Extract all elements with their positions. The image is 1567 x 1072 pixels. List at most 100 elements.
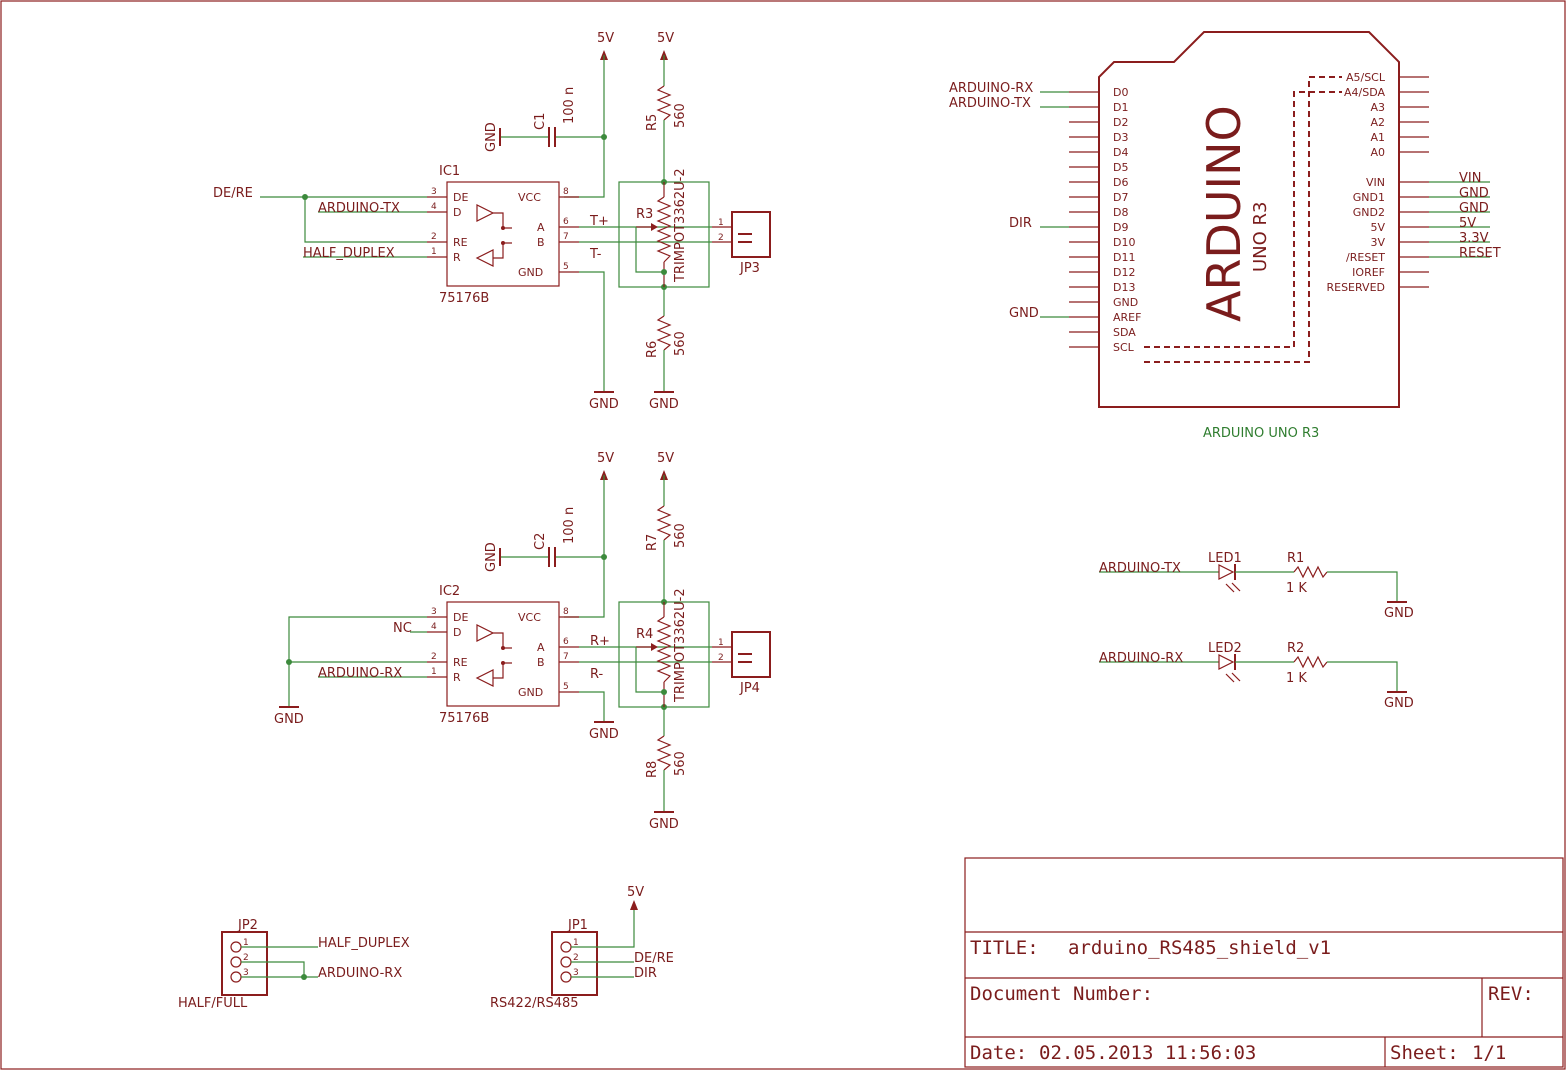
ic1-pin-gnd: GND — [518, 266, 543, 279]
ic2-pin-b: B — [537, 656, 545, 669]
rev-label: REV: — [1488, 983, 1534, 1005]
date-label: Date: — [970, 1042, 1027, 1064]
net-arduino-tx-uno: ARDUINO-TX — [949, 96, 1031, 111]
arduino-pin-a4-sda: A4/SDA — [1344, 86, 1385, 99]
net-arduino-rx-led: ARDUINO-RX — [1099, 651, 1183, 666]
svg-text:7: 7 — [563, 232, 569, 242]
r7-ref: R7 — [645, 534, 660, 551]
svg-text:2: 2 — [718, 233, 724, 243]
gnd-led1: GND — [1384, 606, 1414, 621]
ic2-pin-r: R — [453, 671, 461, 684]
ic1-pin-d: D — [453, 206, 461, 219]
jp2-label: HALF/FULL — [178, 996, 248, 1011]
arduino-pin-d5: D5 — [1113, 161, 1128, 174]
r3-ref: R3 — [636, 207, 653, 222]
arduino-uno-r3: ARDUINO UNO R3 ARDUINO UNO R3 D0D1D2D3D4… — [949, 31, 1501, 441]
net-arduino-rx-jp2: ARDUINO-RX — [318, 966, 402, 981]
ic2-pin-de: DE — [453, 611, 468, 624]
jp1-label: RS422/RS485 — [490, 996, 579, 1011]
svg-text:7: 7 — [563, 652, 569, 662]
title-block: TITLE: arduino_RS485_shield_v1 Document … — [970, 937, 1534, 1064]
svg-text:4: 4 — [431, 622, 437, 632]
net-arduino-rx-uno: ARDUINO-RX — [949, 81, 1033, 96]
r5-value: 560 — [673, 103, 688, 128]
svg-text:1: 1 — [431, 247, 437, 257]
arduino-pin-sda: SDA — [1113, 326, 1136, 339]
svg-text:6: 6 — [563, 217, 569, 227]
ic1-pin-vcc: VCC — [518, 191, 541, 204]
arduino-pin-d8: D8 — [1113, 206, 1128, 219]
ic1-pin-de: DE — [453, 191, 468, 204]
net-5v-ic2: 5V — [597, 451, 614, 466]
arduino-logo: ARDUINO — [1197, 105, 1251, 322]
svg-text:3: 3 — [431, 607, 437, 617]
arduino-pin-aref: AREF — [1113, 311, 1141, 324]
ic1-ref: IC1 — [439, 164, 460, 179]
circuit-ic1: 5V 5V GND C1 100 n IC1 75176B DE D RE R … — [213, 31, 771, 412]
ic1-pin-b: B — [537, 236, 545, 249]
jumper-jp1: 123 5V DE/RE DIR JP1 RS422/RS485 — [490, 885, 674, 1011]
net-5v-uno: 5V — [1459, 216, 1476, 231]
net-gnd-uno: GND — [1009, 306, 1039, 321]
arduino-pin-gnd2: GND2 — [1353, 206, 1385, 219]
sheet-label: Sheet: — [1390, 1042, 1459, 1064]
c2-ref: C2 — [533, 533, 548, 550]
net-dir-jp1: DIR — [634, 966, 657, 981]
svg-text:3: 3 — [243, 968, 249, 978]
net-gnd-r1: GND — [1459, 186, 1489, 201]
jp2-ref: JP2 — [237, 918, 258, 933]
svg-text:1: 1 — [573, 938, 579, 948]
gnd-c2: GND — [484, 542, 499, 572]
arduino-pin-d1: D1 — [1113, 101, 1128, 114]
r2-value: 1 K — [1286, 671, 1307, 686]
arduino-left-pins: D0D1D2D3D4D5D6D7D8D9D10D11D12D13GNDAREFS… — [1069, 86, 1141, 354]
r7-value: 560 — [673, 523, 688, 548]
svg-text:5: 5 — [563, 682, 569, 692]
net-r-plus: R+ — [590, 634, 610, 649]
arduino-pin-a3: A3 — [1370, 101, 1385, 114]
arduino-pin-d4: D4 — [1113, 146, 1128, 159]
svg-text:2: 2 — [243, 953, 249, 963]
arduino-pin-d11: D11 — [1113, 251, 1135, 264]
arduino-pin-a0: A0 — [1370, 146, 1385, 159]
r6-value: 560 — [673, 331, 688, 356]
svg-text:3: 3 — [573, 968, 579, 978]
r4-ref: R4 — [636, 627, 653, 642]
net-arduino-tx-led: ARDUINO-TX — [1099, 561, 1181, 576]
svg-text:1: 1 — [431, 667, 437, 677]
r8-ref: R8 — [645, 761, 660, 778]
net-5v-r7: 5V — [657, 451, 674, 466]
c2-value: 100 n — [562, 507, 577, 544]
arduino-pin-reserved: RESERVED — [1326, 281, 1385, 294]
arduino-pin-d2: D2 — [1113, 116, 1128, 129]
net-arduino-rx-ic2: ARDUINO-RX — [318, 666, 402, 681]
svg-text:2: 2 — [718, 653, 724, 663]
gnd-r8: GND — [649, 817, 679, 832]
r4-part: TRIMPOT3362U-2 — [673, 588, 688, 703]
arduino-pin-d10: D10 — [1113, 236, 1135, 249]
jp4-connector — [731, 631, 771, 678]
arduino-pin-gnd1: GND1 — [1353, 191, 1385, 204]
arduino-pin-a5-scl: A5/SCL — [1346, 71, 1386, 84]
document-number-label: Document Number: — [970, 983, 1153, 1005]
svg-text:5: 5 — [563, 262, 569, 272]
net-half-duplex-ic1: HALF_DUPLEX — [303, 246, 395, 261]
svg-text:8: 8 — [563, 607, 569, 617]
r2-ref: R2 — [1287, 641, 1304, 656]
net-5v-jp1: 5V — [627, 885, 644, 900]
arduino-pin-a2: A2 — [1370, 116, 1385, 129]
circuit-ic2: 5V 5V GND C2 100 n IC2 75176B DE D RE R … — [274, 451, 771, 832]
ic2-pin-d: D — [453, 626, 461, 639]
led2-circuit: ARDUINO-RX LED2 R2 1 K GND — [1099, 641, 1414, 711]
led2-ref: LED2 — [1208, 641, 1242, 656]
arduino-pin-d0: D0 — [1113, 86, 1128, 99]
drawing-title: arduino_RS485_shield_v1 — [1068, 937, 1331, 959]
ic1-pin-re: RE — [453, 236, 468, 249]
arduino-pin-d13: D13 — [1113, 281, 1135, 294]
arduino-sub: UNO R3 — [1250, 202, 1271, 273]
ic2-pin-vcc: VCC — [518, 611, 541, 624]
arduino-caption: ARDUINO UNO R3 — [1203, 426, 1319, 441]
arduino-pin-d12: D12 — [1113, 266, 1135, 279]
svg-text:1: 1 — [718, 638, 724, 648]
